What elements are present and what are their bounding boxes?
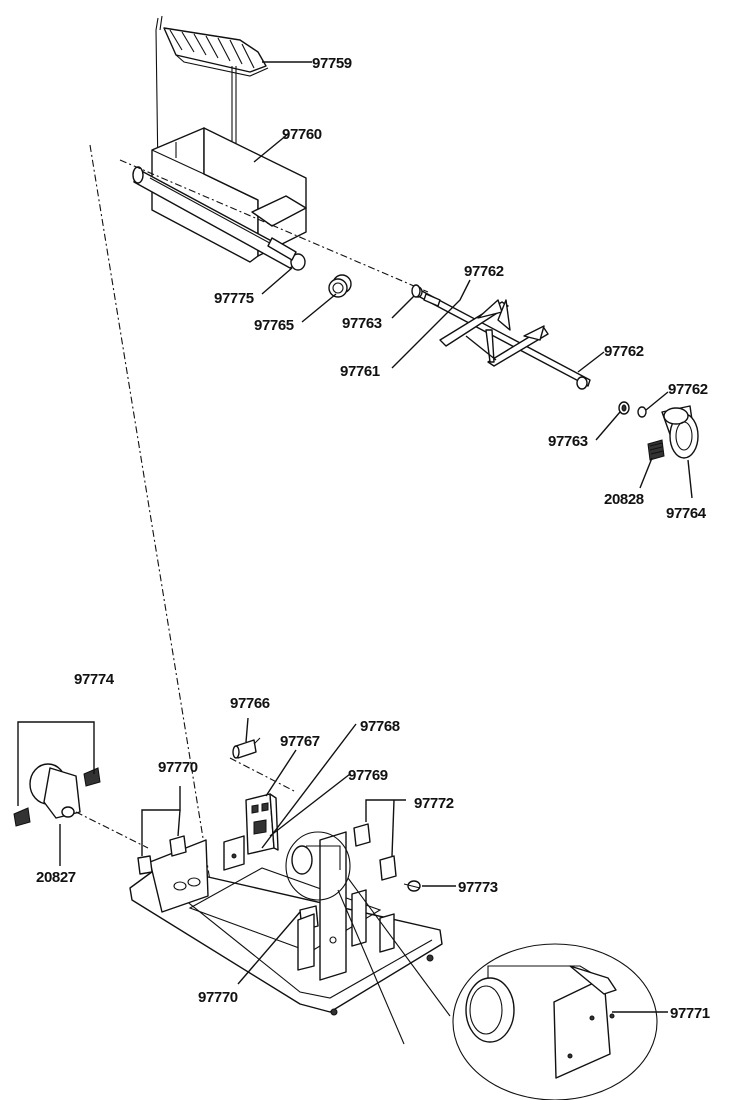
auger-tube-part (132, 166, 306, 271)
label-97775: 97775 (214, 290, 254, 307)
label-97762-a: 97762 (464, 263, 504, 280)
label-97764: 97764 (666, 505, 707, 522)
base-tray-part (129, 793, 443, 1016)
label-97761: 97761 (340, 363, 380, 380)
label-97767: 97767 (280, 733, 320, 750)
motor-axis-line (75, 811, 149, 849)
label-97762-c: 97762 (668, 381, 708, 398)
label-97765: 97765 (254, 317, 294, 334)
label-97763-a: 97763 (342, 315, 382, 332)
label-97772: 97772 (414, 795, 454, 812)
label-97763-b: 97763 (548, 433, 588, 450)
label-20827: 20827 (36, 869, 76, 886)
label-97769: 97769 (348, 767, 388, 784)
label-97759: 97759 (312, 55, 352, 72)
label-97768: 97768 (360, 718, 400, 735)
label-97771: 97771 (670, 1005, 710, 1022)
screw-97773-part (403, 880, 421, 892)
label-97770-a: 97770 (158, 759, 198, 776)
label-97760: 97760 (282, 126, 322, 143)
leader-lines (17, 61, 693, 1013)
label-97774: 97774 (74, 671, 115, 688)
bushing-part (328, 274, 352, 298)
capacitor-part (232, 737, 261, 759)
detail-inset (452, 943, 658, 1100)
knob-part (661, 405, 699, 459)
label-97766: 97766 (230, 695, 270, 712)
screw-20828-part (647, 439, 665, 461)
label-97770-b: 97770 (198, 989, 238, 1006)
washer-parts (411, 284, 647, 418)
agitator-shaft-part (413, 286, 591, 390)
detail-callout-circle (285, 831, 351, 901)
alignment-line (89, 144, 219, 931)
label-97762-b: 97762 (604, 343, 644, 360)
label-97773: 97773 (458, 879, 498, 896)
label-20828: 20828 (604, 491, 644, 508)
part-number-labels: 97759 97760 97775 97765 97763 97762 9776… (36, 55, 710, 1022)
motor-part (13, 763, 101, 827)
